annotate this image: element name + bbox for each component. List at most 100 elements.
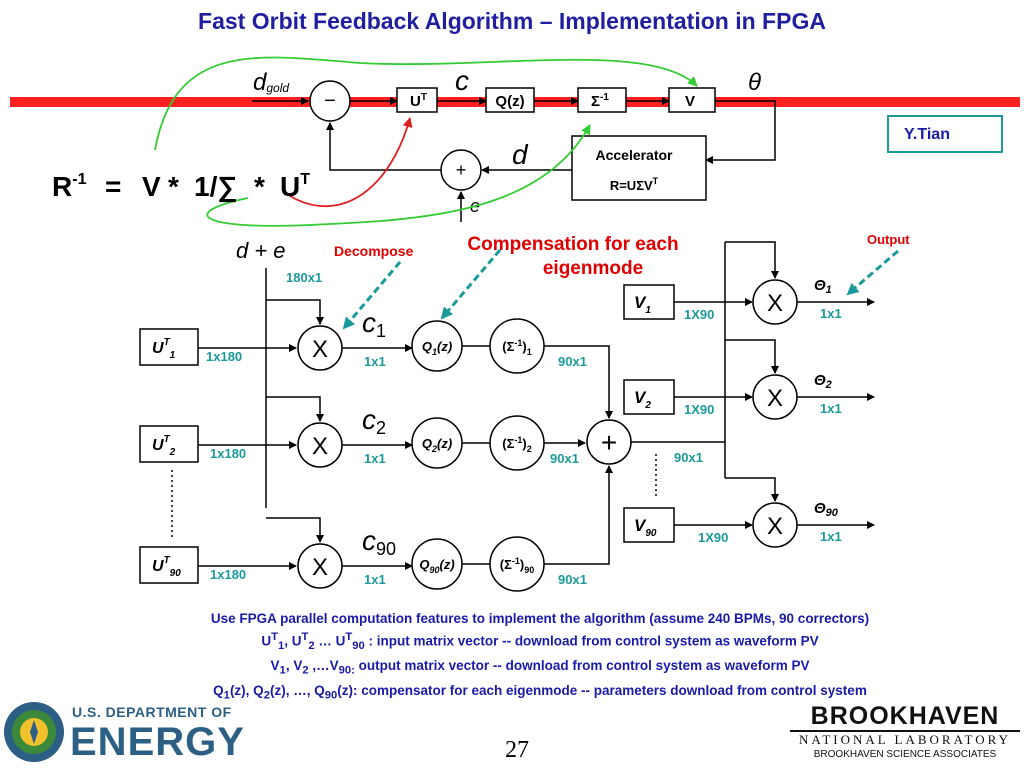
svg-text:Y.Tian: Y.Tian <box>904 126 950 143</box>
multiplier-symbol: X <box>312 433 328 460</box>
output-multiplier-symbol: X <box>767 513 783 540</box>
author-box <box>887 115 1003 153</box>
theta-row-label: Θ1 <box>814 277 832 296</box>
slide-title: Fast Orbit Feedback Algorithm – Implemen… <box>198 8 826 34</box>
svg-text:*: * <box>254 171 265 202</box>
v-row-block <box>623 379 675 415</box>
compensation-pointer <box>440 249 502 320</box>
sigma-label: (Σ-1)2 <box>502 435 532 454</box>
output-multiplier-symbol: X <box>767 290 783 317</box>
ut-row-label: UT1 <box>152 337 176 361</box>
doe-line-1: U.S. DEPARTMENT OF <box>72 704 232 720</box>
svg-text:−: − <box>324 90 336 112</box>
qz-block <box>485 87 535 113</box>
v-block <box>668 87 716 113</box>
note-line-3: V1, V2 ,…V90: output matrix vector -- do… <box>270 658 810 677</box>
output-pointer <box>846 249 899 296</box>
multiplier-symbol: X <box>312 554 328 581</box>
ut-row-dim: 1x180 <box>210 446 246 461</box>
c-row-label: c90 <box>362 525 396 559</box>
v-row-label: V2 <box>634 388 651 411</box>
svg-text:UT: UT <box>280 171 310 202</box>
theta-row-dim: 1x1 <box>820 306 842 321</box>
q-label: Q90(z) <box>419 557 454 575</box>
v-row-dim: 1X90 <box>684 307 714 322</box>
ut-row-dim: 1x180 <box>210 567 246 582</box>
theta-row-dim: 1x1 <box>820 529 842 544</box>
v-row-label: V90 <box>634 516 657 539</box>
compensation-label-2: eigenmode <box>543 258 643 279</box>
input-dim: 180x1 <box>286 270 322 285</box>
v-row-label: V1 <box>634 293 651 316</box>
green-arrow-v <box>154 56 698 151</box>
svg-text:R-1: R-1 <box>52 171 87 202</box>
c-row-label: c1 <box>362 307 386 341</box>
bnl-logo: BROOKHAVEN NATIONAL LABORATORY BROOKHAVE… <box>790 702 1020 766</box>
v-row-block <box>623 284 675 320</box>
svg-text:Accelerator: Accelerator <box>595 147 673 163</box>
v-row-dim: 1X90 <box>684 402 714 417</box>
note-line-4: Q1(z), Q2(z), …, Q90(z): compensator for… <box>213 682 867 702</box>
sigma-row-dim: 90x1 <box>550 451 579 466</box>
ut-row-label: UT90 <box>152 555 181 579</box>
sigma-row-dim: 90x1 <box>558 354 587 369</box>
accelerator-block <box>571 135 707 201</box>
svg-text:1/∑: 1/∑ <box>194 171 237 203</box>
q-label: Q2(z) <box>422 436 452 454</box>
bnl-line-1: BROOKHAVEN <box>810 702 1000 730</box>
c-row-dim: 1x1 <box>364 451 386 466</box>
decompose-pointer <box>342 261 402 330</box>
q-label: Q1(z) <box>422 339 452 357</box>
diagram: dgold − UT c Q(z) Σ-1 V θ Accelerator R=… <box>10 56 1020 592</box>
d-label: d <box>512 139 529 170</box>
theta-row-label: Θ2 <box>814 372 832 391</box>
red-arrow-sigma <box>289 117 413 207</box>
bnl-line-3: BROOKHAVEN SCIENCE ASSOCIATES <box>790 748 1020 762</box>
svg-text:V: V <box>685 93 695 110</box>
bnl-line-2: NATIONAL LABORATORY <box>790 730 1020 748</box>
row-2: UT2 1x180 Xc2 1x1 Q2(z) (Σ-1)2 90x1 <box>139 396 586 471</box>
ut-row-block <box>139 425 199 463</box>
doe-logo: U.S. DEPARTMENT OF ENERGY <box>2 700 252 766</box>
page-number: 27 <box>505 737 529 763</box>
sigma-block <box>577 87 627 113</box>
svg-text:V: V <box>142 171 161 202</box>
note-line-1: Use FPGA parallel computation features t… <box>210 611 870 626</box>
c-label: c <box>455 65 469 96</box>
svg-text:=: = <box>105 171 121 202</box>
ut-row-block <box>139 546 199 584</box>
ut-row-label: UT2 <box>152 434 176 458</box>
decompose-label: Decompose <box>334 243 414 259</box>
compensation-label-1: Compensation for each <box>467 234 678 255</box>
svg-text:+: + <box>601 427 617 458</box>
sum-out-dim: 90x1 <box>674 450 703 465</box>
ut-row-block <box>139 328 199 366</box>
c-row-label: c2 <box>362 404 386 438</box>
svg-text:+: + <box>456 160 467 180</box>
d-plus-e-label: d + e <box>236 238 286 263</box>
svg-text:UT: UT <box>410 92 427 110</box>
c-row-dim: 1x1 <box>364 572 386 587</box>
c-row-dim: 1x1 <box>364 354 386 369</box>
note-line-2: UT1, UT2 … UT90 : input matrix vector --… <box>261 631 819 653</box>
doe-line-2: ENERGY <box>70 720 245 764</box>
sigma-label: (Σ-1)1 <box>502 338 532 357</box>
output-1: V1 1X90 X Θ1 1x1 <box>623 241 875 325</box>
theta-row-label: Θ90 <box>814 500 839 519</box>
output-multiplier-symbol: X <box>767 385 783 412</box>
output-2: V2 1X90 X Θ2 1x1 <box>623 339 875 420</box>
notes: Use FPGA parallel computation features t… <box>100 609 980 706</box>
theta-label: θ <box>748 69 761 96</box>
output-label: Output <box>867 232 910 247</box>
v-row-block <box>623 507 675 543</box>
svg-text:*: * <box>168 171 179 202</box>
sigma-label: (Σ-1)90 <box>500 556 535 575</box>
svg-text:R=UΣVT: R=UΣVT <box>610 176 659 193</box>
multiplier-symbol: X <box>312 336 328 363</box>
theta-row-dim: 1x1 <box>820 401 842 416</box>
doe-seal-icon <box>4 702 64 762</box>
